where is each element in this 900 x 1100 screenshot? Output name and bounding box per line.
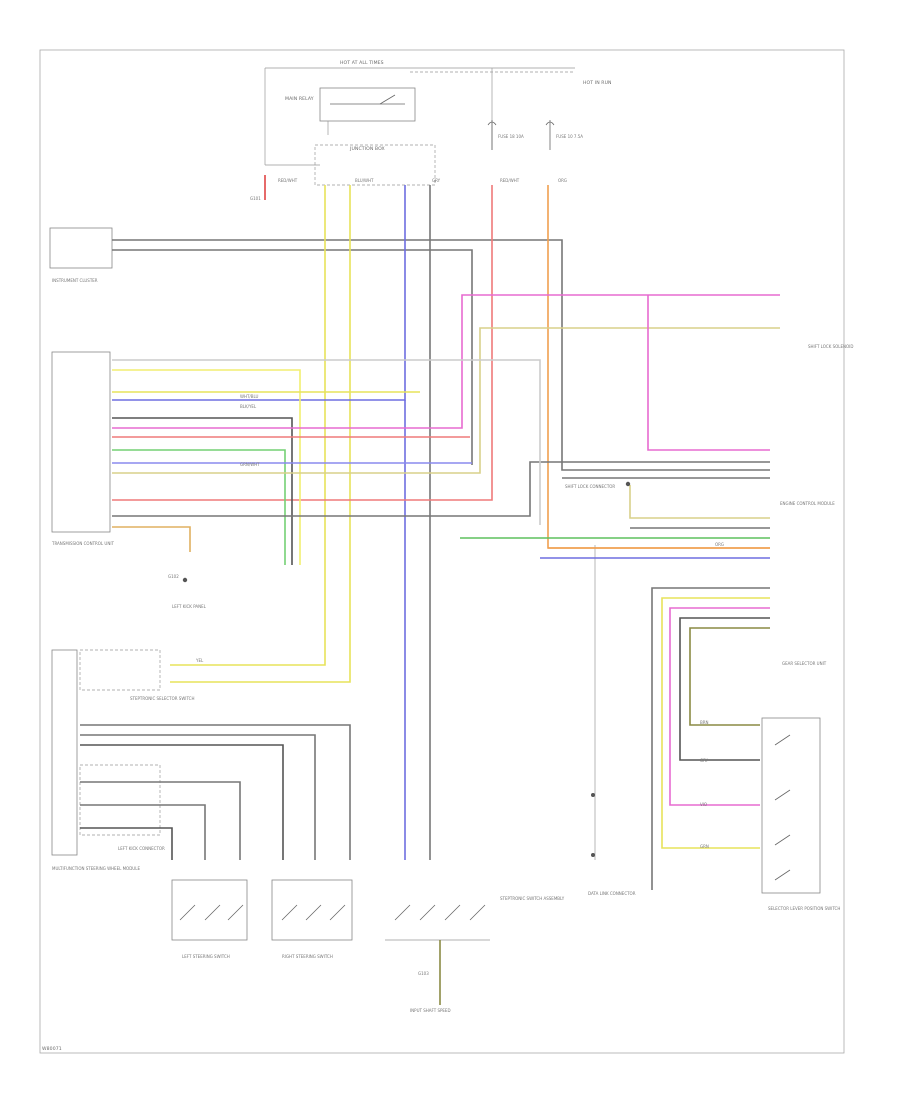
hot-at-all-times-label: HOT AT ALL TIMES <box>340 60 384 66</box>
shift-lock-solenoid-label: SHIFT LOCK SOLENOID <box>808 344 853 349</box>
wire-tcu-yellow-1 <box>112 369 301 565</box>
label-wht-blu: WHT/BLU <box>240 394 259 399</box>
wire-steer-1 <box>80 724 351 860</box>
splice-2 <box>182 577 188 583</box>
wire-gs-dark <box>679 617 770 761</box>
wire-yellow-2 <box>170 185 351 683</box>
junction-box <box>314 144 436 186</box>
data-link-connector-label: DATA LINK CONNECTOR <box>588 891 636 896</box>
left-kick-connector <box>79 764 161 836</box>
engine-control-module-label: ENGINE CONTROL MODULE <box>780 501 835 506</box>
selector-lever-switch-box <box>761 717 821 894</box>
wire-gs-yellow <box>661 597 770 849</box>
wire-tcu-tan-low <box>112 526 191 552</box>
steptronic-switch-assembly <box>385 904 490 941</box>
wire-steer-5 <box>80 804 206 860</box>
selector-lever-label: SELECTOR LEVER POSITION SWITCH <box>768 906 840 911</box>
top-power-bus <box>264 67 575 166</box>
mfsw-label: MULTIFUNCTION STEERING WHEEL MODULE <box>52 866 140 871</box>
steptronic-selector-switch <box>79 649 161 691</box>
wire-steer-4 <box>80 781 241 860</box>
instrument-cluster-label: INSTRUMENT CLUSTER <box>52 278 98 283</box>
connector-label-3: GRY <box>432 178 441 183</box>
wire-gs-magenta <box>669 607 770 806</box>
label-brn: BRN <box>700 720 709 725</box>
label-grn-wht: GRN/WHT <box>240 462 260 467</box>
wire-tcu-tan <box>112 327 780 474</box>
right-steering-switch-label: RIGHT STEERING SWITCH <box>282 954 333 959</box>
fuse-b <box>545 120 555 150</box>
selector-switch-contacts <box>774 734 791 881</box>
ground-b-label: G102 <box>168 574 179 579</box>
instrument-cluster <box>49 227 113 269</box>
wire-blue-1 <box>112 185 406 401</box>
wire-yellow-1 <box>170 185 326 666</box>
wire-gs-olive <box>689 627 770 726</box>
power-relay-label: MAIN RELAY <box>285 96 314 102</box>
splice-4 <box>591 853 595 857</box>
gear-selector-unit-label: GEAR SELECTOR UNIT <box>782 661 827 666</box>
power-relay <box>319 87 416 135</box>
diagram-code: W80071 <box>42 1046 62 1052</box>
label-vio: VIO <box>700 802 707 807</box>
ground-c-label: G103 <box>418 971 429 976</box>
wire-tcu-magenta <box>112 294 780 429</box>
label-yel: YEL <box>195 658 204 663</box>
wire-gray-ic-2 <box>112 249 473 465</box>
wire-steer-6 <box>80 827 173 860</box>
diagram-frame <box>39 49 845 1054</box>
right-steering-switch <box>271 879 353 941</box>
splice-3 <box>591 793 595 797</box>
wire-tcu-gray-low <box>112 461 770 517</box>
wire-orange-vert <box>547 185 770 549</box>
tcu-label: TRANSMISSION CONTROL UNIT <box>51 541 115 546</box>
transmission-control-unit <box>51 351 111 533</box>
left-steering-switch <box>171 879 248 941</box>
steptronic-switch-assembly-label: STEPTRONIC SWITCH ASSEMBLY <box>500 896 565 901</box>
input-shaft-speed-label: INPUT SHAFT SPEED <box>410 1008 451 1013</box>
shift-lock-connector-label: SHIFT LOCK CONNECTOR <box>565 484 615 489</box>
splice-1 <box>625 481 631 487</box>
connector-label-2: BLU/WHT <box>355 178 374 183</box>
label-grn: GRN <box>700 844 709 849</box>
wire-gs-1 <box>651 587 770 890</box>
ground-a-label: G101 <box>250 196 261 201</box>
wire-gray-ic-1 <box>112 239 770 471</box>
wire-tcu-lightgray <box>112 359 541 525</box>
wire-steer-2 <box>80 734 316 860</box>
left-kick-panel-label: LEFT KICK PANEL <box>172 604 207 609</box>
steptronic-selector-label: STEPTRONIC SELECTOR SWITCH <box>130 696 194 701</box>
fuse-a-label: FUSE 18 10A <box>498 134 524 139</box>
wire-magenta-right <box>647 295 770 451</box>
fuse-a <box>487 120 497 150</box>
fuse-b-label: FUSE 10 7.5A <box>556 134 583 139</box>
wire-steer-3 <box>80 744 284 860</box>
wire-tan-right <box>629 485 770 519</box>
junction-box-label: JUNCTION BOX <box>349 146 385 152</box>
label-gry: GRY <box>700 758 709 763</box>
multifunction-steering-module <box>51 649 78 856</box>
connector-label-1: RED/WHT <box>278 178 298 183</box>
left-kick-connector-label: LEFT KICK CONNECTOR <box>118 846 165 851</box>
wire-tcu-green <box>112 449 286 565</box>
left-steering-switch-label: LEFT STEERING SWITCH <box>182 954 230 959</box>
connector-label-5: ORG <box>558 178 567 183</box>
wire-tcu-dark-1 <box>112 417 293 565</box>
hot-in-run-label: HOT IN RUN <box>583 80 612 86</box>
label-org: ORG <box>715 542 724 547</box>
wire-red-vert <box>112 185 493 501</box>
connector-label-4: RED/WHT <box>500 178 520 183</box>
label-blk-yel: BLK/YEL <box>240 404 257 409</box>
